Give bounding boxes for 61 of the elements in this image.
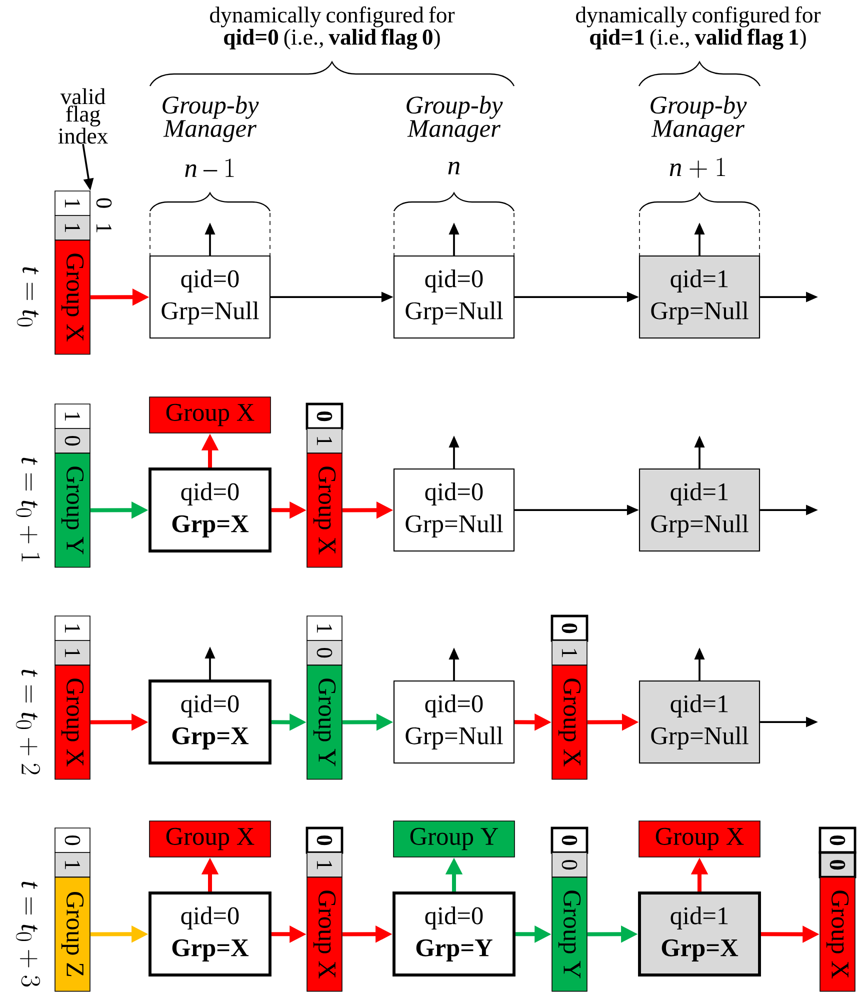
time-label: $t = t_0 + 2$ [16, 670, 40, 774]
packet-bar: Group Y [552, 876, 588, 992]
packet-bar: Group X [54, 240, 90, 355]
flag-cell: 1 [552, 640, 588, 666]
manager-box: qid=1 Grp=Null [638, 680, 760, 764]
flag-cell: 1 [54, 852, 90, 878]
flag-cell: 0 [306, 826, 344, 854]
manager-index: $n+1$ [670, 158, 726, 178]
manager-box: qid=0 Grp=Null [393, 680, 515, 764]
packet-bar: Group Z [54, 876, 90, 992]
flag-cell: 1 [54, 404, 90, 429]
manager-box: qid=0 Grp=X [148, 468, 272, 552]
packet-bar: Group Y [54, 452, 90, 568]
manager-box: qid=0 Grp=Null [393, 468, 515, 552]
annotation-text: dynamically configured for qid=0 (i.e., valid flag 0) [210, 6, 455, 50]
manager-box: qid=1 Grp=Null [638, 468, 760, 552]
flag-cell: 1 [54, 640, 90, 666]
flag-cell: 0 [818, 826, 856, 854]
output-box: Group Y [393, 820, 515, 858]
heading-text: Group-by Manager [162, 96, 259, 142]
output-box: Group X [149, 396, 271, 434]
flag-cell: 1 [306, 428, 342, 454]
packet-bar: Group X [306, 876, 342, 992]
output-box: Group X [638, 820, 760, 858]
manager-index: $n-1$ [185, 158, 234, 177]
packet-bar: Group X [552, 664, 588, 780]
manager-box: qid=0 Grp=Y [392, 892, 516, 976]
flag-cell: 0 [54, 428, 90, 454]
flag-cell: 0 [818, 851, 856, 878]
manager-index: $n$ [448, 162, 460, 174]
manager-box: qid=0 Grp=Null [149, 255, 271, 339]
flag-cell: 1 [54, 616, 90, 641]
packet-bar: Group Y [306, 664, 342, 780]
flag-cell: 1 [54, 190, 90, 216]
flag-cell: 1 [54, 215, 90, 240]
packet-bar: Group X [306, 452, 342, 568]
output-box: Group X [149, 820, 271, 858]
flag-cell: 0 [550, 826, 588, 854]
heading-text: Group-by Manager [406, 96, 503, 142]
manager-box: qid=0 Grp=Null [393, 255, 515, 339]
flag-cell: 0 [54, 828, 90, 853]
flag-cell: 0 [552, 852, 588, 878]
flag-cell: 0 [306, 640, 342, 666]
index-label: 1 [96, 224, 112, 232]
annotation-text: valid flag index [58, 88, 108, 144]
index-label: 0 [96, 198, 112, 208]
flag-cell: 0 [306, 402, 344, 430]
packet-bar: Group X [54, 664, 90, 780]
manager-box: qid=1 Grp=Null [638, 255, 760, 339]
heading-text: Group-by Manager [650, 96, 747, 142]
manager-box: qid=0 Grp=X [148, 680, 272, 764]
time-label: $t = t_0 + 1$ [16, 458, 40, 562]
flag-cell: 1 [306, 616, 342, 641]
manager-box: qid=0 Grp=X [148, 892, 272, 976]
flag-cell: 0 [550, 614, 588, 642]
manager-box: qid=1 Grp=X [638, 892, 761, 976]
packet-bar: Group X [820, 876, 856, 992]
time-label: $t = t_0$ [17, 267, 39, 326]
time-label: $t = t_0 + 3$ [16, 882, 40, 987]
flag-cell: 1 [306, 852, 342, 878]
annotation-text: dynamically configured for qid=1 (i.e., valid flag 1) [576, 6, 821, 50]
